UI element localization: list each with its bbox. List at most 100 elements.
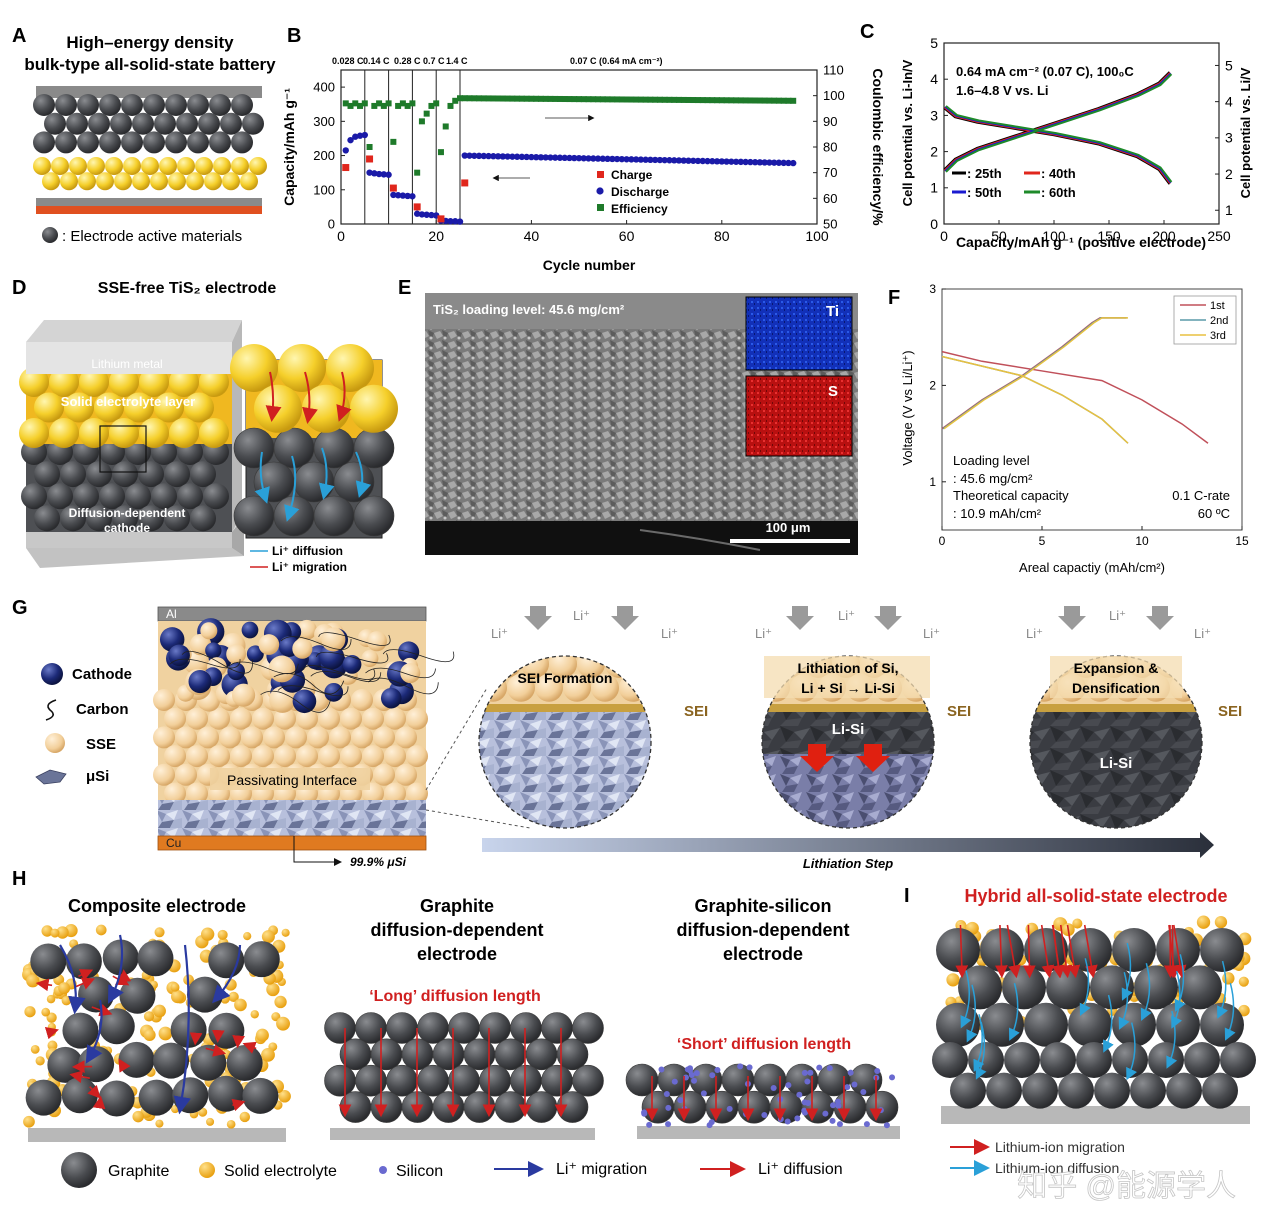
sse-particle (362, 745, 384, 768)
legend-li-migration: Li⁺ migration (272, 560, 347, 574)
graphite-particle (463, 1038, 496, 1071)
ti-map-label: Ti (826, 303, 839, 320)
electrolyte-particle (222, 172, 240, 191)
active-particle (198, 112, 220, 135)
active-particle (121, 131, 143, 154)
composite-particle (292, 638, 313, 659)
legend-silicon: Silicon (396, 1163, 443, 1180)
discharge-point (447, 218, 454, 225)
efficiency-point (537, 95, 544, 102)
label-sei-1: SEI (684, 703, 708, 720)
efficiency-point (418, 118, 425, 125)
panel-b: B 0.028 C 0.14 C 0.28 C 0.7 C 1.4 C 0.07… (281, 25, 886, 273)
se-particle (1196, 915, 1211, 929)
diffusion-arrow (73, 977, 95, 990)
sse-particle (406, 745, 428, 768)
efficiency-point (728, 97, 735, 104)
efficiency-point (371, 102, 378, 109)
discharge-point (566, 154, 573, 162)
sse-particle (94, 392, 124, 423)
active-particle (66, 112, 88, 135)
discharge-point (571, 154, 578, 162)
li-ion-label: Li⁺ (923, 626, 940, 641)
x-tick-label: 50 (991, 228, 1007, 244)
discharge-point (523, 153, 530, 161)
diffusion-arrow (44, 1026, 59, 1040)
discharge-point (480, 152, 487, 160)
migration-arrow (212, 944, 242, 1004)
se-particle (226, 1119, 236, 1129)
graphite-particle (849, 1063, 883, 1097)
graphite-particle (172, 1077, 209, 1114)
discharge-point (694, 157, 702, 165)
discharge-point (599, 155, 606, 162)
graphite-particle (1148, 1042, 1184, 1078)
sse-particle (384, 745, 406, 768)
graphite-particle (510, 1012, 542, 1044)
legend-li-migration-h: Li⁺ migration (556, 1161, 647, 1178)
sse-particle (1184, 656, 1202, 678)
composite-particle (205, 642, 222, 659)
efficiency-point (380, 102, 387, 109)
sse-particle (154, 392, 184, 423)
active-material-legend-dot (42, 227, 58, 243)
silicon-particle (836, 1121, 843, 1128)
graphite-particle (1024, 1002, 1068, 1047)
legend-charge: Charge (611, 168, 653, 182)
carbon-legend-icon (45, 699, 57, 721)
panel-g: G Cathode Carbon SSE μSi Al Passivating … (12, 597, 1242, 871)
graphite-particle (153, 1042, 190, 1079)
graphite-particle (62, 1012, 99, 1049)
efficiency-point (523, 95, 530, 102)
discharge-point (718, 158, 725, 165)
graphite-title-1: Graphite (420, 896, 494, 916)
efficiency-point (404, 102, 411, 109)
graphite-particle (968, 1042, 1004, 1078)
panel-e: E TiS₂ loading level: 45.6 mg/cm² Ti S 1… (398, 277, 858, 555)
panel-letter-b: B (287, 25, 301, 47)
legend-25th: : 25th (967, 166, 1002, 181)
efficiency-point (685, 96, 692, 103)
rate-label-028: 0.28 C (394, 56, 421, 66)
graphite-particle (753, 1063, 787, 1097)
efficiency-point (785, 97, 792, 104)
charge-point (389, 184, 397, 192)
efficiency-point (576, 96, 582, 103)
label-sei-formation: SEI Formation (518, 670, 613, 686)
zoom-cathode-particle (273, 495, 315, 537)
sse-particle (296, 745, 318, 768)
zoom-box (99, 425, 147, 473)
efficiency-point (495, 95, 502, 102)
sse-particle (619, 673, 647, 702)
efficiency-point (433, 100, 440, 107)
y-tick-label: 60 (823, 191, 837, 206)
diffusion-arrow (1224, 982, 1236, 1041)
silicon-particle (658, 1066, 665, 1073)
y-tick-label: 1 (930, 180, 938, 196)
efficiency-point (514, 95, 521, 102)
label-cathode-2: cathode (104, 521, 150, 535)
legend-discharge: Discharge (611, 185, 669, 199)
graphite-particle (1022, 1072, 1058, 1109)
diffusion-arrow (966, 984, 978, 1043)
cu-collector (157, 835, 427, 851)
silicon-particle (746, 1064, 753, 1071)
active-particle (132, 112, 154, 135)
efficiency-point (366, 144, 373, 150)
graphite-collector (330, 1128, 595, 1140)
label-sse-layer: Solid electrolyte layer (61, 394, 195, 409)
legend-li-diffusion: Li⁺ diffusion (272, 544, 343, 558)
si-legend-icon (35, 769, 67, 785)
graphite-particle (1046, 965, 1090, 1010)
carbon-fiber (303, 665, 376, 680)
discharge-point (666, 157, 673, 164)
hybrid-collector (941, 1106, 1250, 1124)
efficiency-point (633, 96, 640, 103)
legend-2nd: 2nd (1210, 315, 1228, 327)
efficiency-point (604, 96, 611, 103)
efficiency-point (342, 100, 349, 107)
efficiency-point (761, 97, 768, 104)
s-map-label: S (828, 383, 838, 400)
gs-collector (637, 1126, 900, 1139)
